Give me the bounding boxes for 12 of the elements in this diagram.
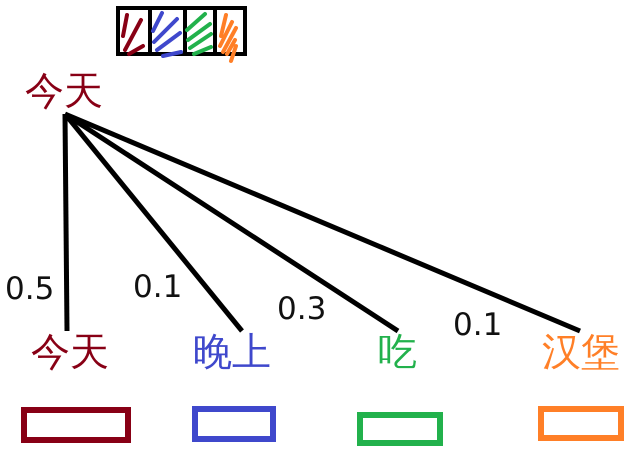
- connector-line: [62, 114, 70, 332]
- connector-line: [63, 112, 244, 333]
- word-label: 晚上: [193, 331, 271, 375]
- word-label: 吃: [378, 331, 417, 375]
- answer-box: [538, 406, 624, 441]
- answer-box: [21, 407, 131, 443]
- word-label: 今天: [25, 70, 103, 114]
- answer-box: [357, 412, 443, 446]
- answer-box: [192, 406, 276, 442]
- word-label: 汉堡: [542, 331, 620, 375]
- word-label: 今天: [31, 331, 109, 375]
- connector-line: [64, 112, 581, 334]
